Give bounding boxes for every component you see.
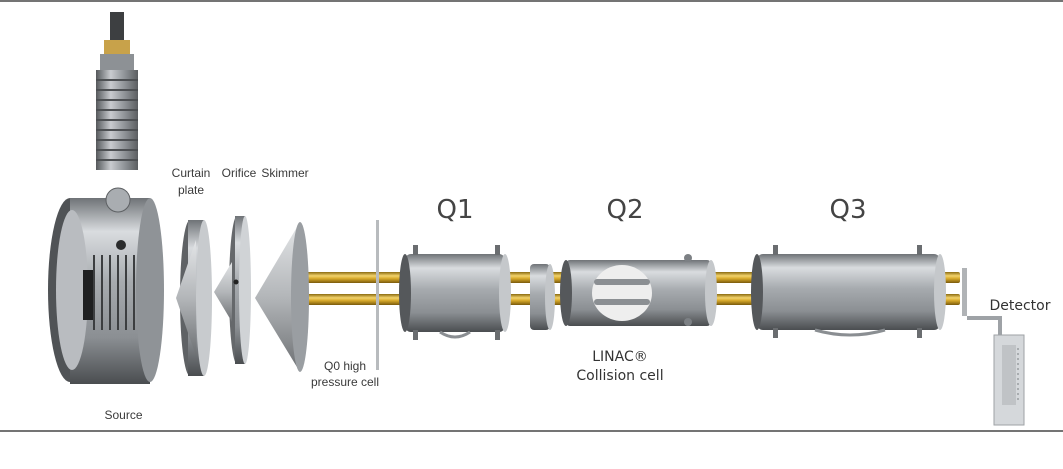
q0-plate-component — [376, 220, 379, 370]
orifice-component — [214, 216, 251, 364]
source-component — [48, 12, 164, 384]
q2-label: Q2 — [606, 195, 644, 225]
source-label: Source — [104, 408, 143, 422]
detector-component — [962, 268, 1025, 426]
q0-label-line2: pressure cell — [310, 375, 380, 389]
curtain-plate-label-line2: plate — [177, 183, 205, 197]
linac-label-line2: Collision cell — [576, 368, 664, 384]
curtain-plate-label-line1: Curtain — [171, 166, 211, 180]
curtain-plate-component — [176, 220, 212, 376]
q1-label: Q1 — [436, 195, 474, 225]
linac-label-line1: LINAC® — [592, 349, 648, 365]
q0-label-line1: Q0 high — [323, 359, 367, 373]
q1-component — [399, 245, 511, 340]
skimmer-component — [255, 222, 309, 372]
q3-label: Q3 — [829, 195, 867, 225]
q3-component — [751, 245, 946, 338]
interface-ring-component — [530, 264, 555, 330]
detector-label: Detector — [989, 298, 1051, 314]
orifice-label: Orifice — [221, 166, 257, 180]
q2-component — [560, 254, 717, 326]
skimmer-label: Skimmer — [261, 166, 309, 180]
